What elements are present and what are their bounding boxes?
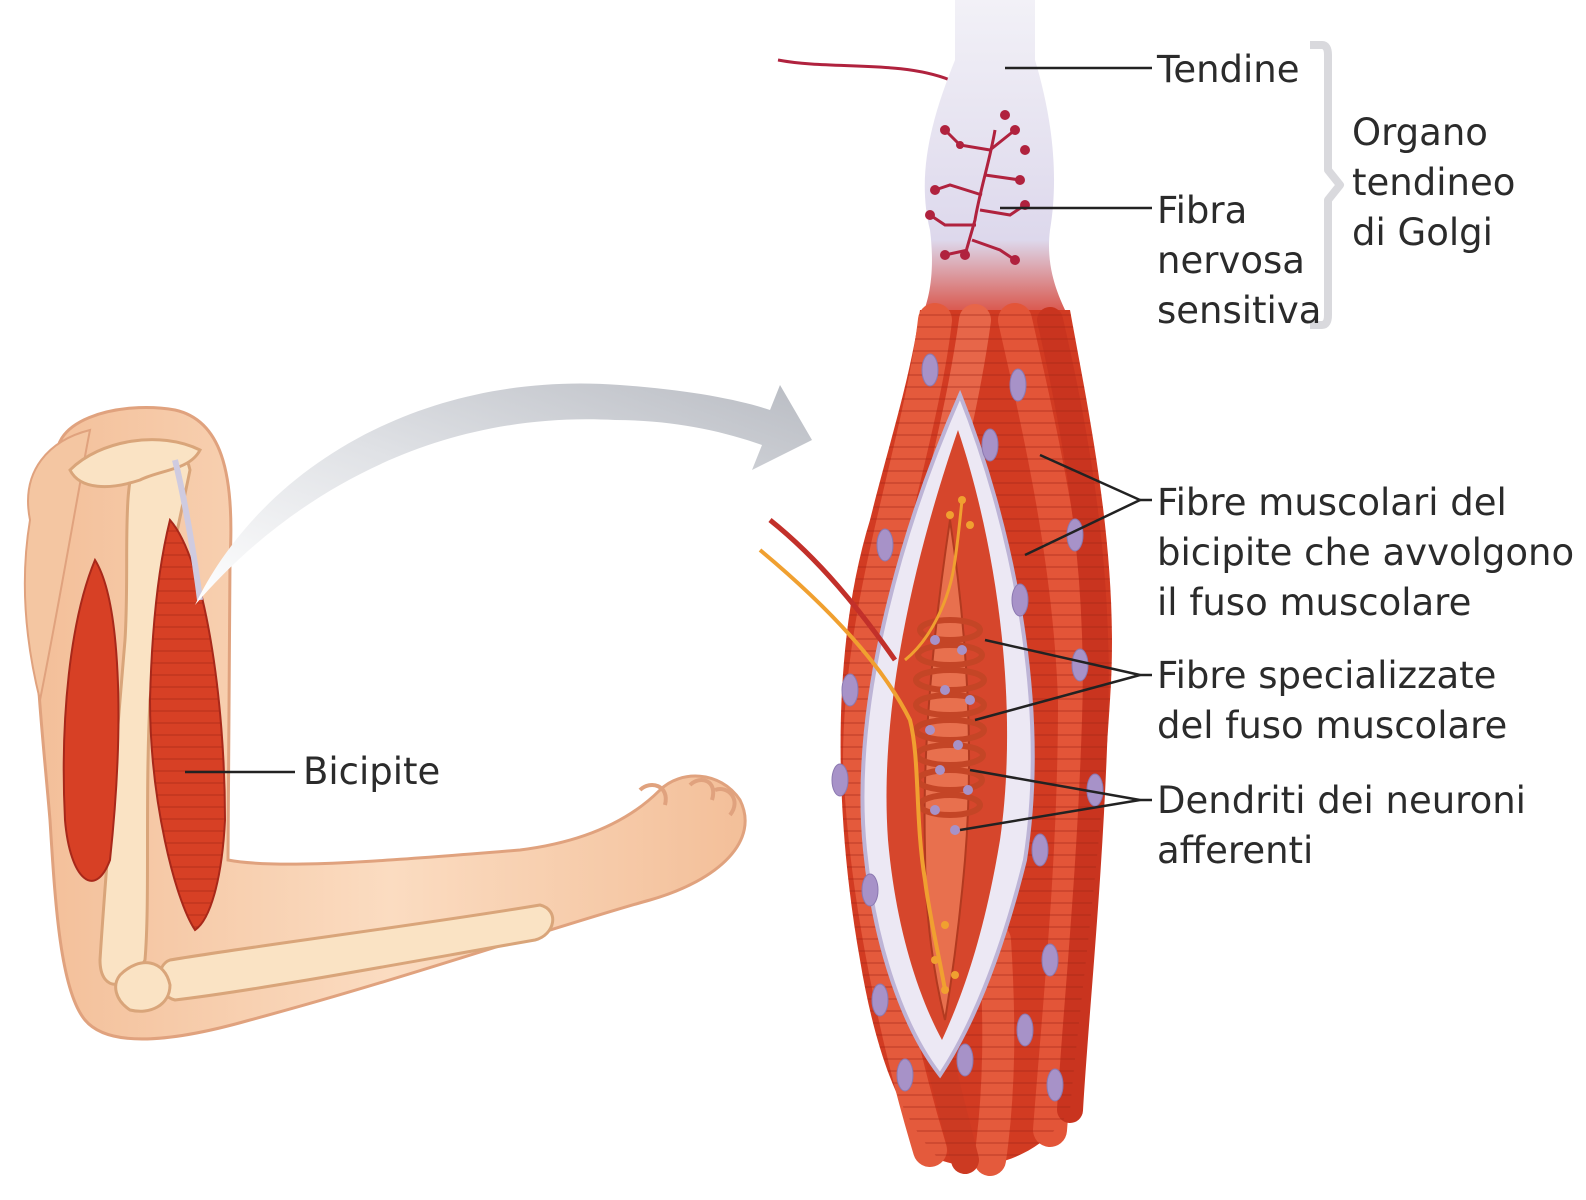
muscle-detail — [758, 0, 1112, 1176]
shoulder — [23, 428, 92, 701]
label-biceps-fibers: Fibre muscolari del bicipite che avvolgo… — [1157, 481, 1575, 624]
afferent-nerve-top — [904, 499, 964, 662]
label-afferent-dendrites: Dendriti dei neuroni afferenti — [1157, 779, 1526, 872]
golgi-nerve-endings — [925, 110, 1030, 265]
triceps-muscle — [62, 557, 120, 882]
muscle-nuclei — [831, 353, 1104, 1102]
humerus-bone — [98, 443, 192, 986]
spindle-coils — [913, 617, 987, 818]
label-tendon: Tendine — [1157, 48, 1300, 91]
ulna-bone — [114, 961, 172, 1013]
label-golgi-organ: Organo tendineo di Golgi — [1352, 111, 1516, 254]
motor-nerve-red — [768, 518, 898, 662]
arm-illustration — [23, 406, 747, 1041]
spindle-nuclei — [925, 635, 975, 835]
radius-bone — [157, 903, 555, 1002]
leader-lines — [185, 66, 1152, 832]
label-biceps: Bicipite — [303, 750, 441, 793]
afferent-endings — [931, 496, 974, 994]
zoom-arrow — [195, 383, 812, 605]
tendon-shape — [920, 0, 1070, 320]
afferent-nerve-orange — [758, 548, 947, 991]
biceps-stripes — [150, 520, 225, 930]
scapula-bone — [68, 438, 203, 489]
biceps-tendon — [172, 459, 203, 601]
label-sensory-fiber: Fibra nervosa sensitiva — [1157, 189, 1322, 332]
golgi-bracket — [1310, 41, 1344, 329]
hand — [638, 778, 737, 817]
label-spindle-fibers: Fibre specializzate del fuso muscolare — [1157, 654, 1508, 747]
